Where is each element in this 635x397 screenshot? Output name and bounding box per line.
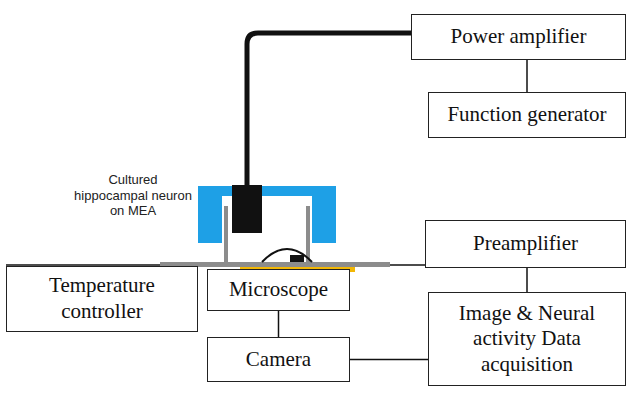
camera-box: Camera [207,337,350,382]
housing-right [262,186,336,243]
box-text: Microscope [229,277,328,303]
microscope-box: Microscope [207,269,350,311]
ultrasound-transducer [232,185,262,233]
connector-line [526,268,528,292]
amplifier-box: Power amplifier [411,14,626,60]
box-text: Camera [246,347,311,373]
sample-label: Cultured hippocampal neuron on MEA [72,172,194,219]
chamber-wall [306,206,310,262]
box-text: Image & Neural activity Data acquisition [447,301,607,378]
acquisition-box: Image & Neural activity Data acquisition [428,292,626,386]
connector-line [278,311,280,337]
controller-box: Temperature controller [6,266,198,332]
medium-dome [262,249,312,262]
transducer-cable [247,33,412,186]
neuron-sample [290,255,304,262]
connector-line [350,359,428,361]
chamber-wall [224,206,228,262]
box-text: Preamplifier [473,231,578,257]
generator-box: Function generator [428,92,626,138]
box-text: Temperature controller [27,273,177,324]
connector-line [526,60,528,92]
box-text: Function generator [447,102,606,128]
box-text: Power amplifier [451,24,587,50]
preamplifier-box: Preamplifier [425,220,626,268]
